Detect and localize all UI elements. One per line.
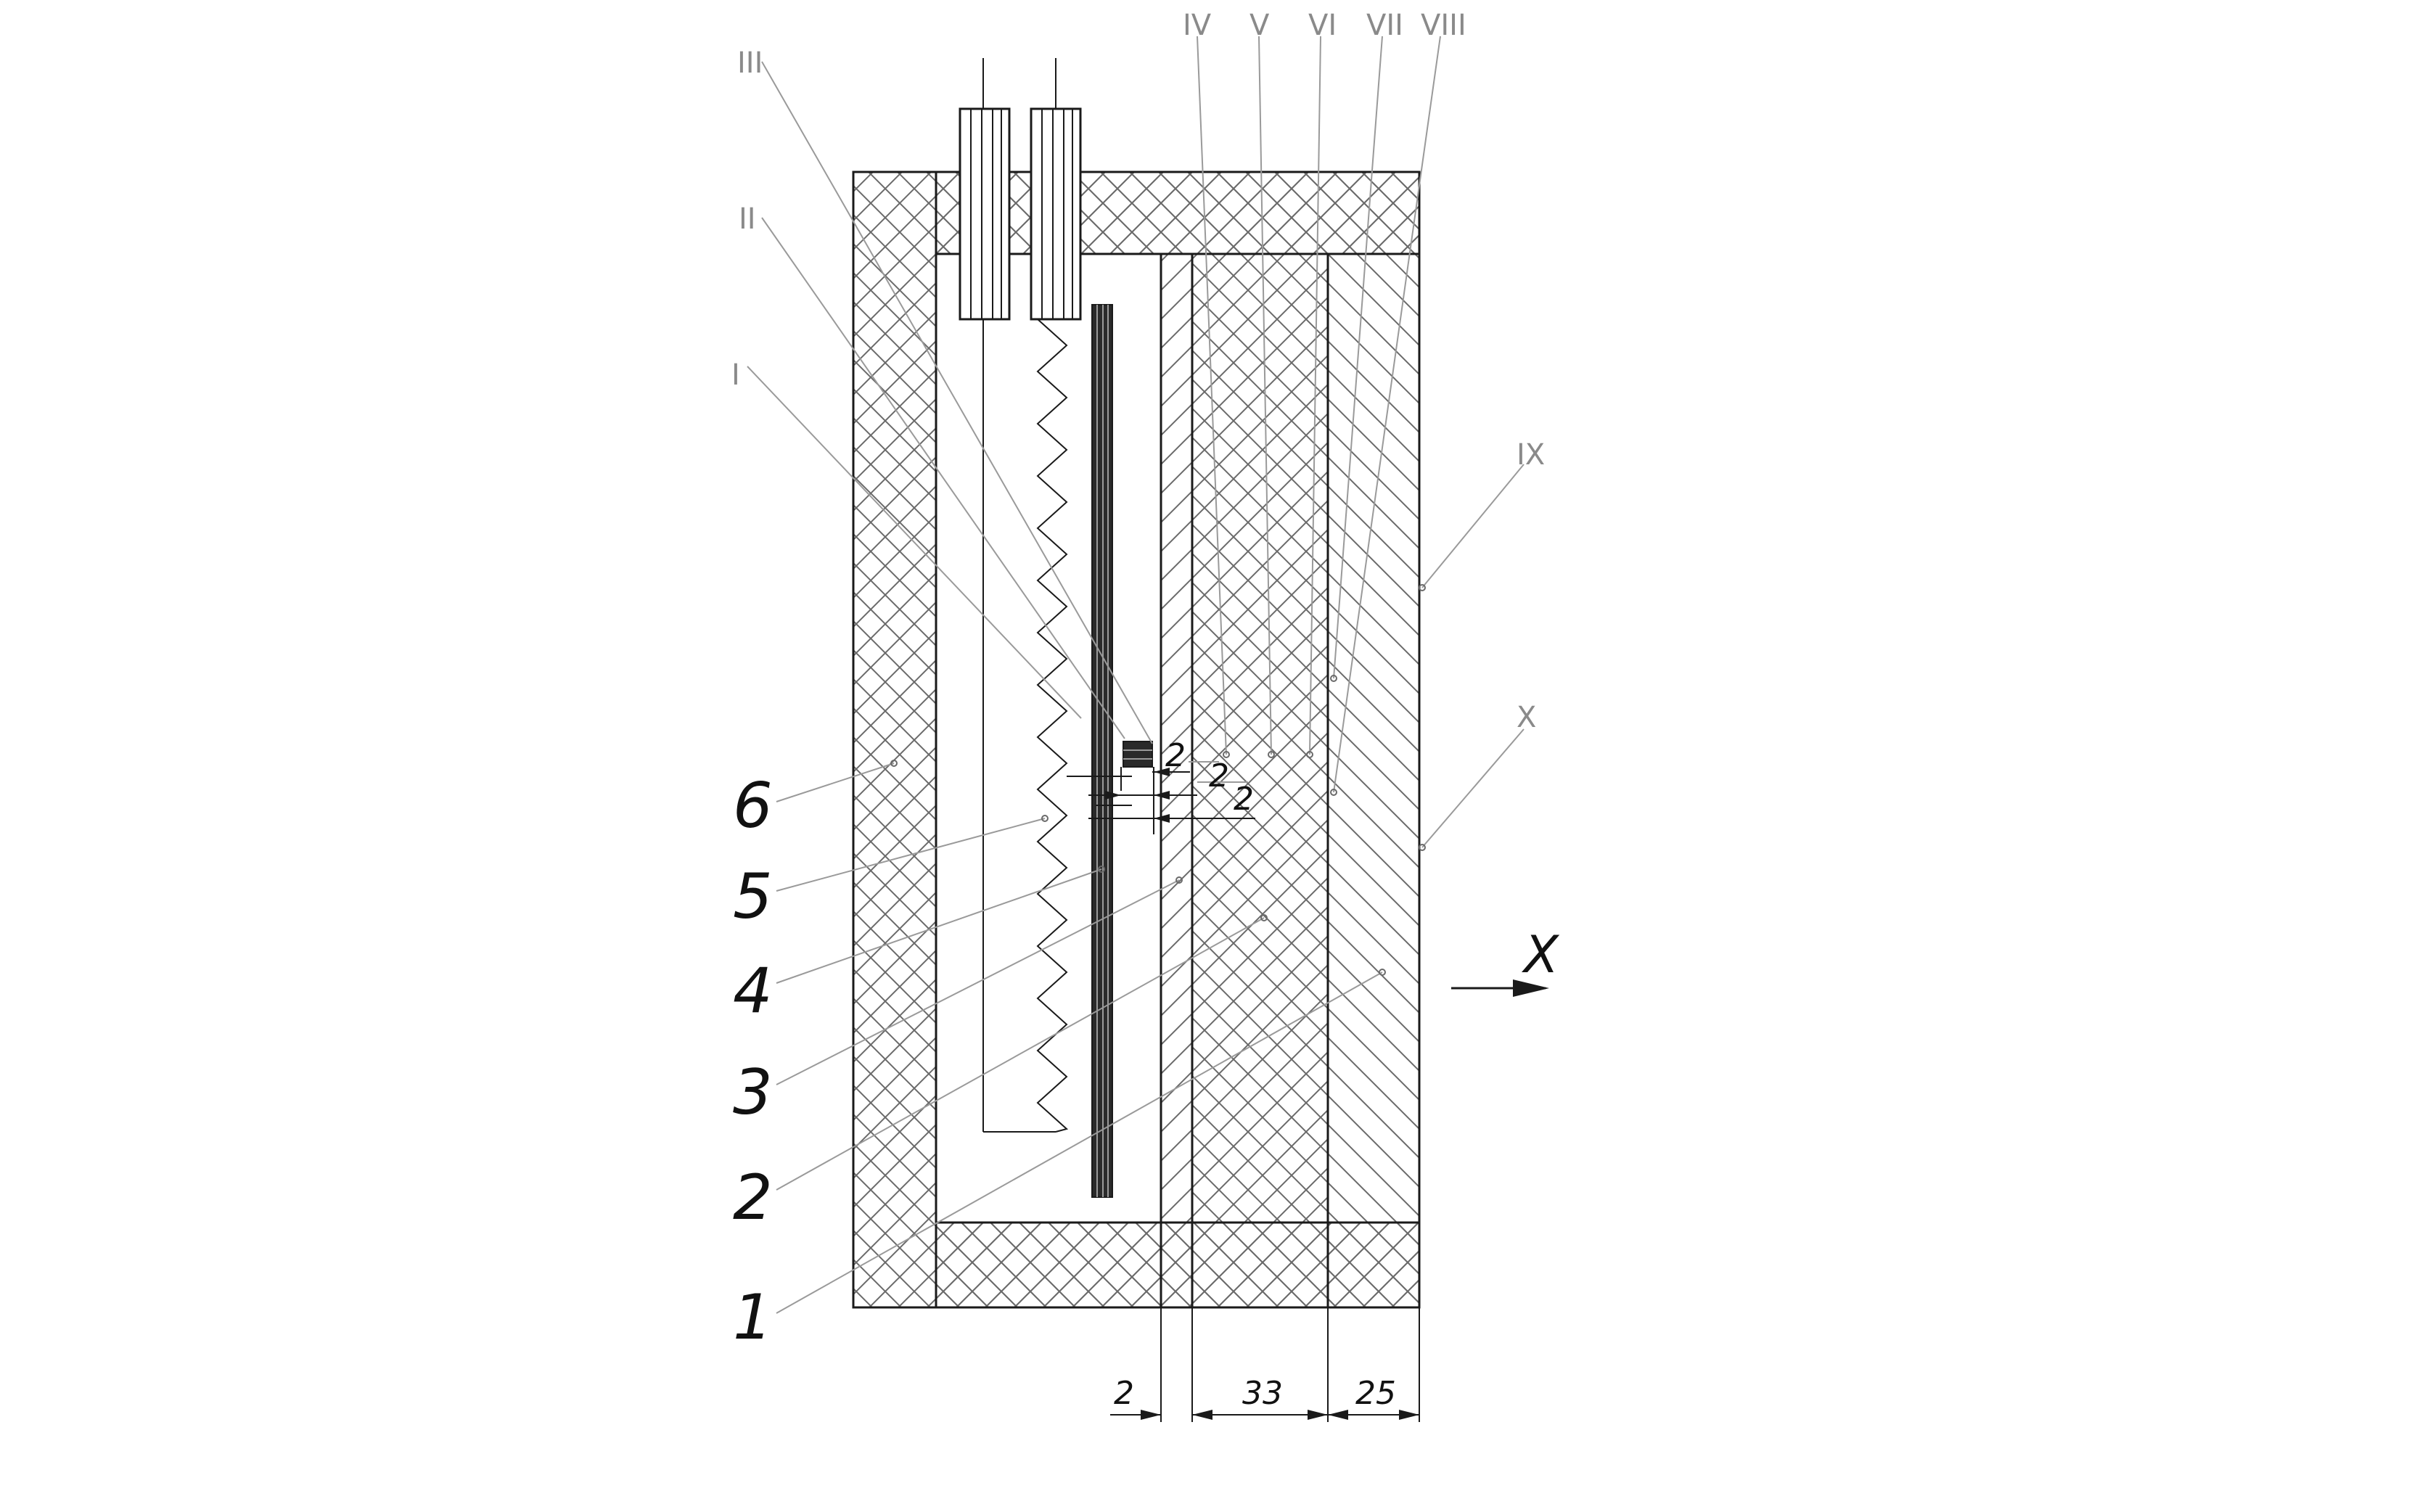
point-label-I: I (731, 358, 740, 392)
layer-number-labels: 1 2 3 4 5 6 (733, 770, 773, 1354)
point-labels: I II III IV V VI VII VIII IX X (731, 9, 1545, 734)
point-label-VII: VII (1366, 9, 1403, 42)
layer-label-5: 5 (733, 860, 773, 933)
dim-label-bottom-2: 33 (1242, 1375, 1283, 1412)
layer-leaders (776, 760, 1386, 1314)
point-label-V: V (1249, 9, 1270, 42)
dim-label-bottom-1: 2 (1114, 1375, 1134, 1412)
point-label-III: III (737, 46, 763, 80)
point-label-IV: IV (1183, 9, 1212, 42)
sample-plate (1091, 304, 1113, 1198)
dim-label-small-2: 2 (1209, 757, 1229, 794)
dim-label-small-3: 2 (1234, 781, 1254, 818)
dim-label-small-1: 2 (1165, 737, 1186, 774)
sensor-block (1123, 741, 1153, 768)
point-label-VI: VI (1308, 9, 1337, 42)
x-axis-arrow: X (1451, 925, 1560, 997)
layer-label-6: 6 (733, 770, 773, 842)
layer-label-1: 1 (733, 1281, 773, 1354)
heater-terminals (959, 58, 1082, 321)
point-label-X: X (1517, 701, 1536, 734)
point-label-II: II (739, 202, 756, 236)
x-axis-label: X (1521, 925, 1560, 985)
small-dimensions: 2 2 2 (1067, 737, 1255, 834)
top-band (935, 170, 1421, 255)
point-label-IX: IX (1517, 438, 1545, 472)
layer-label-4: 4 (733, 955, 773, 1027)
bottom-dimensions: 2 33 25 (1110, 1223, 1420, 1422)
dim-label-bottom-3: 25 (1355, 1375, 1396, 1412)
layer-label-3: 3 (733, 1056, 773, 1129)
layer-2-block (1191, 252, 1329, 1224)
point-leaders (747, 36, 1525, 851)
bottom-band (935, 1221, 1421, 1309)
heater-element (982, 319, 1069, 1133)
layer-label-2: 2 (733, 1162, 773, 1234)
point-label-VIII: VIII (1421, 9, 1466, 42)
layer-1-block (1326, 252, 1421, 1224)
